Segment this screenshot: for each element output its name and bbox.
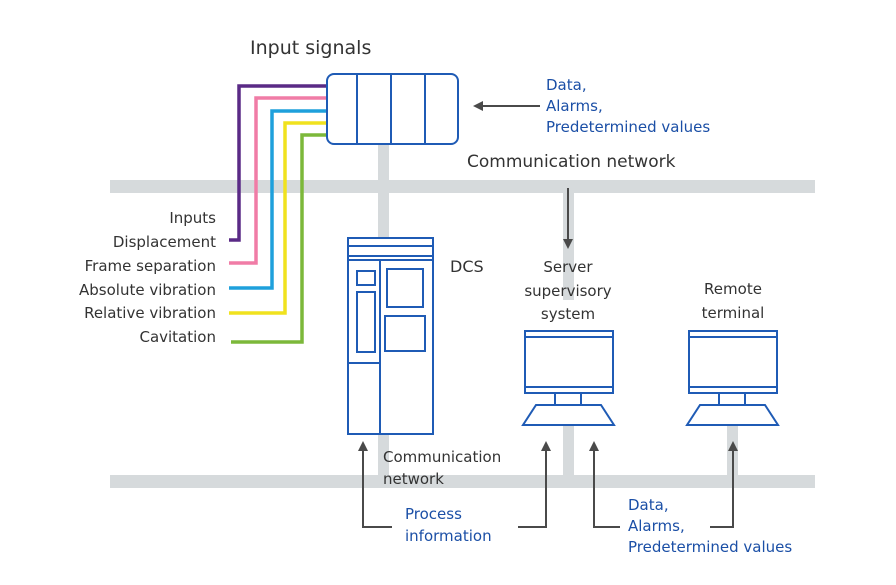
annotation-line: Predetermined values: [546, 118, 710, 136]
annotation-line: Data,: [628, 496, 669, 514]
bottom-network-label: Communication network: [383, 448, 501, 488]
process-info-arrow-right: [518, 441, 551, 528]
remote-label-line: Remote: [704, 280, 762, 298]
signal-line-cavitation: [231, 133, 328, 344]
bottom-network-label-line: Communication: [383, 448, 501, 466]
process-info-arrow-left: [358, 441, 392, 528]
data-arrow-left: [589, 441, 620, 528]
top-network-bus: [110, 180, 815, 193]
input-label: Absolute vibration: [79, 281, 216, 299]
top-annotation: Data, Alarms, Predetermined values: [546, 76, 710, 136]
io-module-drop: [378, 142, 389, 242]
dcs-bottom-drop: [378, 430, 389, 480]
top-network-label: Communication network: [467, 152, 676, 172]
signal-line-relative-vibration: [229, 121, 328, 315]
process-label-line: Process: [405, 505, 462, 523]
bottom-network-label-line: network: [383, 470, 444, 488]
remote-label-line: terminal: [702, 304, 765, 322]
process-label-line: information: [405, 527, 492, 545]
annotation-line: Predetermined values: [628, 538, 792, 556]
server-label: Server supervisory system: [524, 258, 611, 323]
input-label: Relative vibration: [84, 304, 216, 322]
bottom-annotation: Data, Alarms, Predetermined values: [628, 496, 792, 556]
input-label: Frame separation: [85, 257, 216, 275]
data-arrow-right: [710, 441, 738, 528]
server-computer-icon: [521, 330, 616, 426]
signal-lines: [229, 84, 328, 344]
remote-label: Remote terminal: [702, 280, 765, 322]
remote-terminal-icon: [685, 330, 780, 426]
dcs-label: DCS: [450, 257, 484, 276]
dcs-cabinet: [347, 237, 434, 435]
input-labels: Inputs Displacement Frame separation Abs…: [79, 209, 216, 346]
signal-line-absolute-vibration: [229, 109, 328, 290]
server-label-line: Server: [543, 258, 593, 276]
signal-line-frame-separation: [229, 96, 328, 265]
process-info-label: Process information: [405, 505, 492, 545]
annotation-line: Alarms,: [628, 517, 685, 535]
annotation-line: Alarms,: [546, 97, 603, 115]
io-module: [326, 73, 459, 145]
server-label-line: supervisory: [524, 282, 611, 300]
inputs-heading: Inputs: [169, 209, 216, 227]
bottom-network-bus: [110, 475, 815, 488]
input-label: Displacement: [113, 233, 216, 251]
diagram-title: Input signals: [250, 37, 371, 59]
signal-line-displacement: [229, 84, 328, 242]
input-label: Cavitation: [139, 328, 216, 346]
arrows: [358, 101, 738, 528]
server-label-line: system: [541, 305, 595, 323]
server-drop-bottom: [563, 425, 574, 480]
annotation-line: Data,: [546, 76, 587, 94]
